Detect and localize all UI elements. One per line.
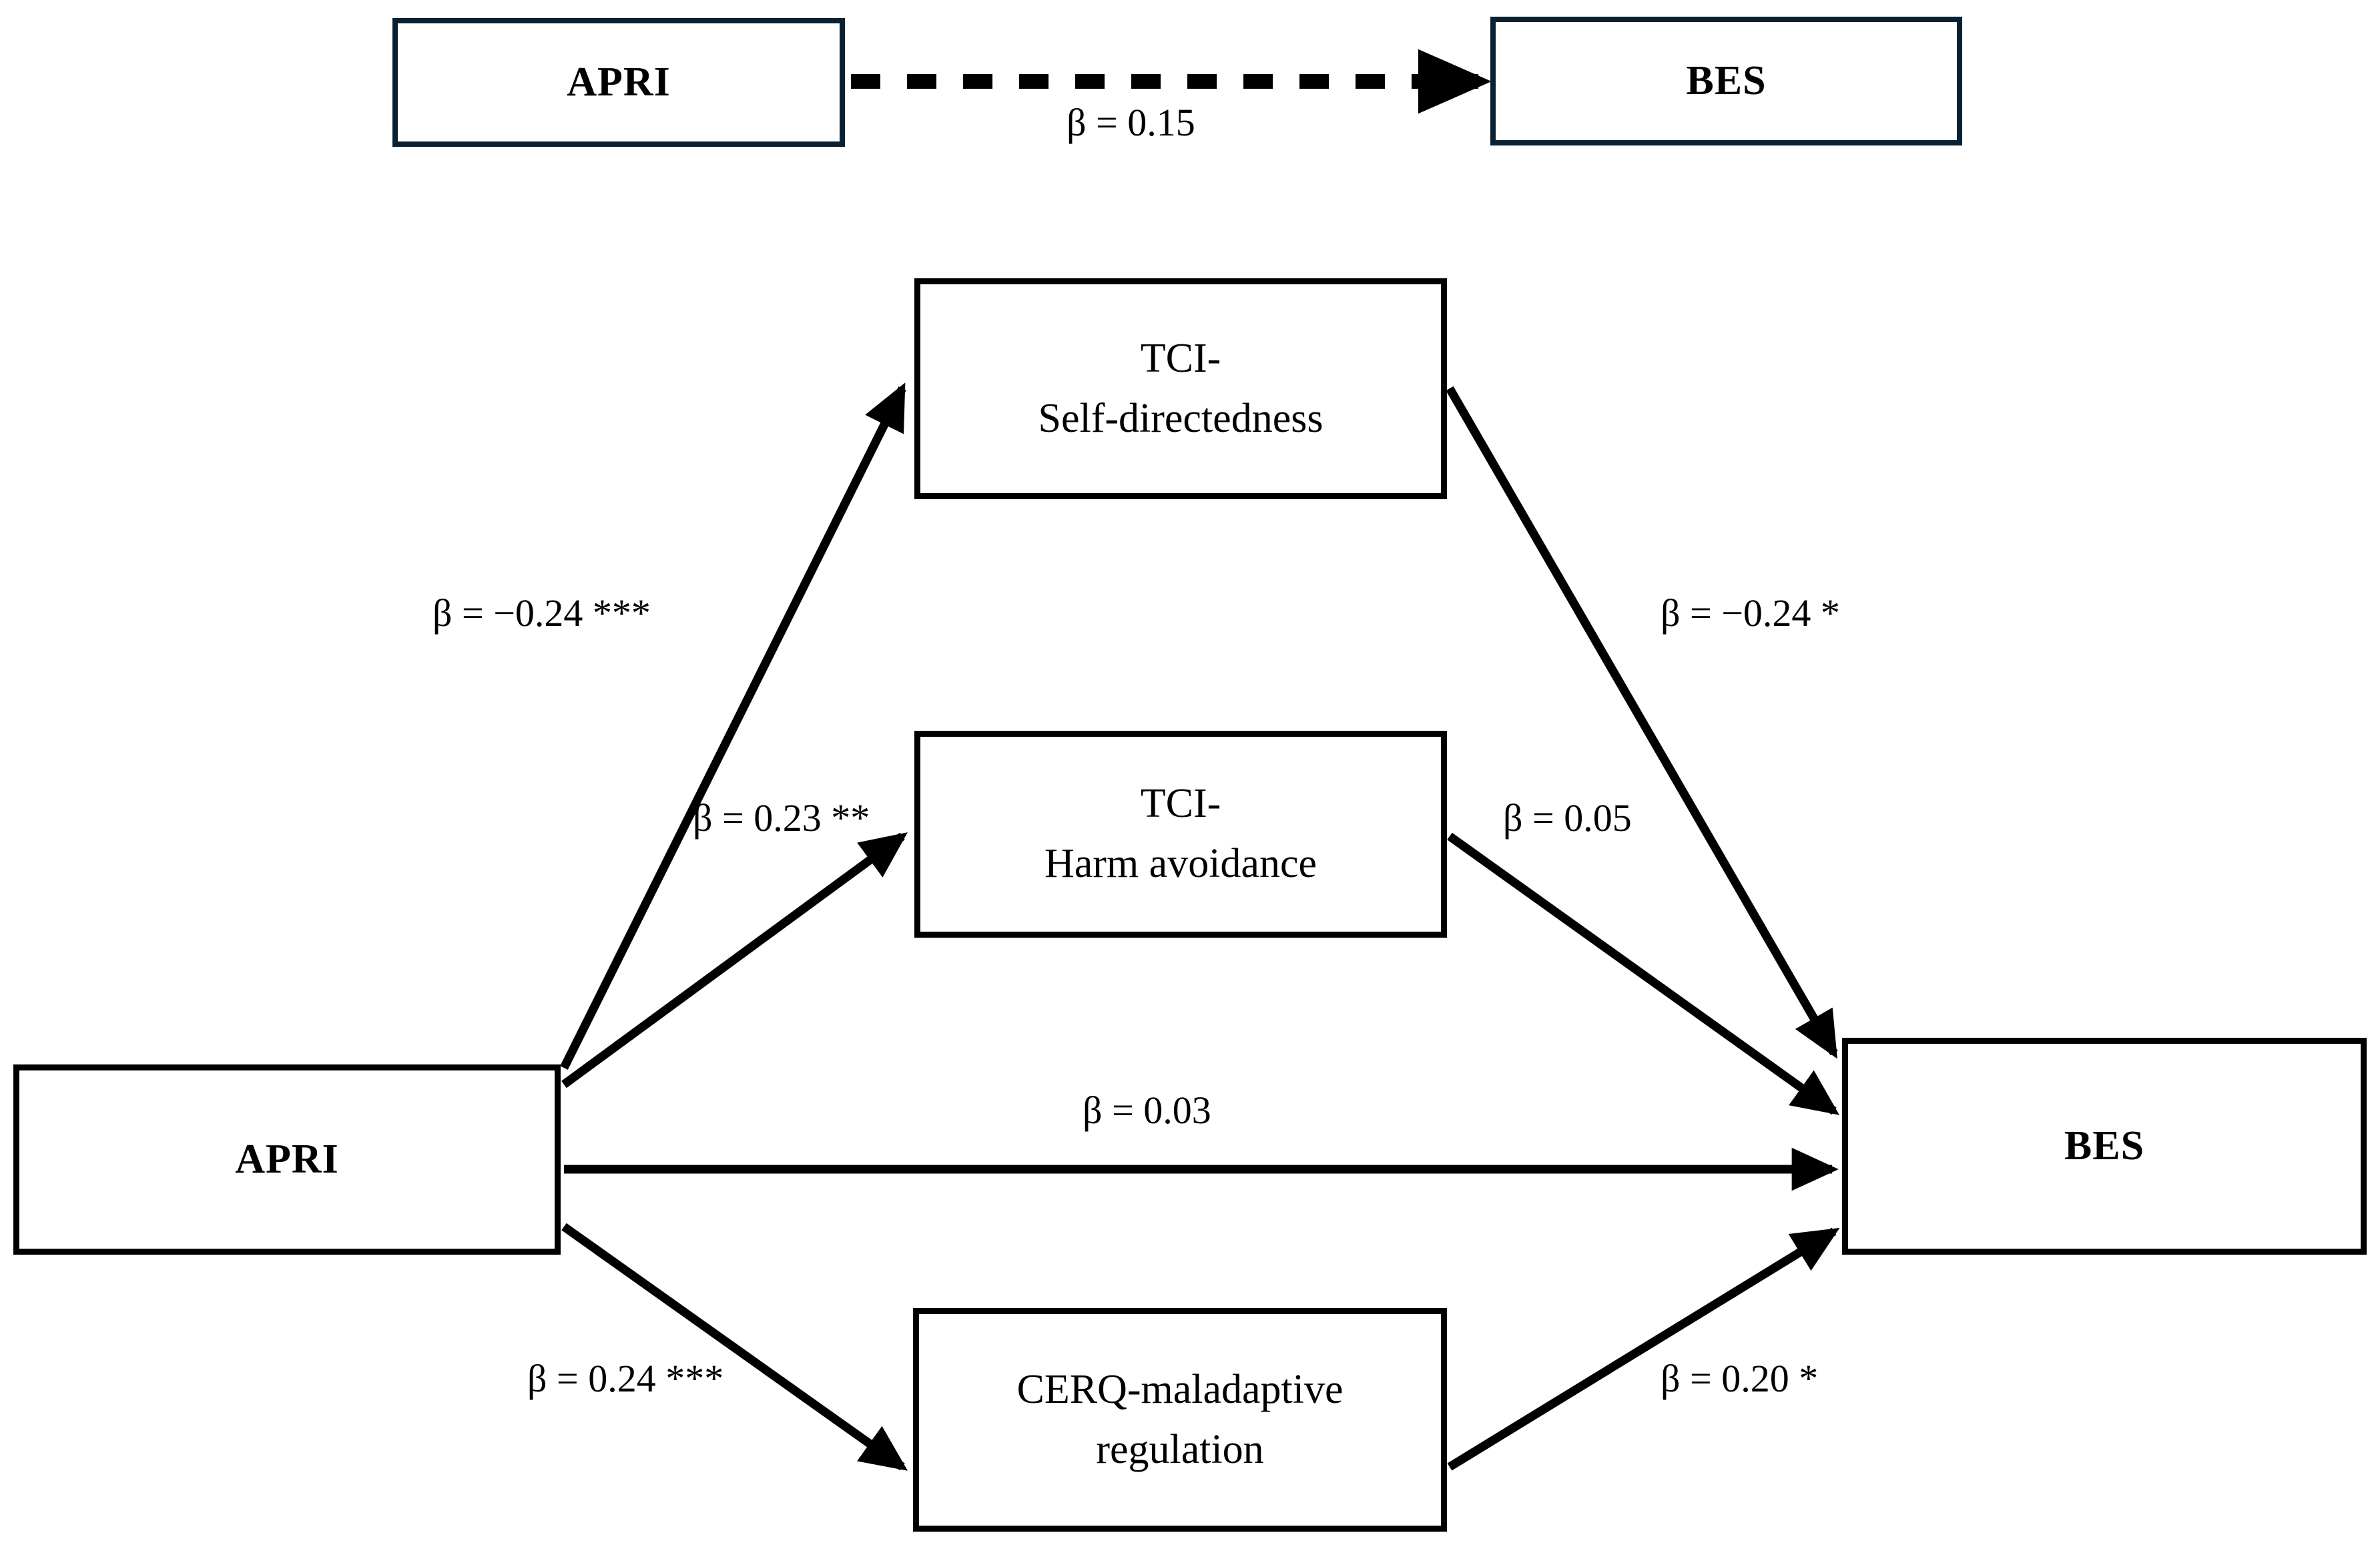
- node-cerq-line1: CERQ-maladaptive: [1016, 1366, 1344, 1412]
- edge-apri-to-cerq: [561, 1223, 908, 1471]
- edge-apri-to-self-directedness: [560, 382, 906, 1070]
- edge-label-a-harm-avoidance: β = 0.23 **: [693, 796, 870, 840]
- node-top-bes[interactable]: BES: [1490, 17, 1962, 145]
- node-tci-self-directedness-line1: TCI-: [1140, 335, 1221, 381]
- node-tci-harm-avoidance[interactable]: TCI- Harm avoidance: [914, 731, 1447, 938]
- edge-label-b-self-directedness: β = −0.24 *: [1661, 591, 1840, 635]
- node-top-apri[interactable]: APRI: [392, 18, 845, 147]
- node-cerq-maladaptive-regulation[interactable]: CERQ-maladaptive regulation: [913, 1308, 1447, 1532]
- edge-apri-to-harm-avoidance: [561, 832, 908, 1088]
- edge-cerq-to-bes: [1447, 1227, 1840, 1471]
- node-tci-self-directedness[interactable]: TCI- Self-directedness: [914, 278, 1447, 499]
- node-top-bes-label: BES: [1686, 57, 1767, 103]
- edge-harm-avoidance-to-bes: [1447, 832, 1839, 1115]
- node-bes-label: BES: [2064, 1123, 2145, 1169]
- node-cerq-line2: regulation: [1096, 1426, 1264, 1472]
- edge-label-top-path: β = 0.15: [1067, 101, 1195, 144]
- edge-label-direct-path: β = 0.03: [1083, 1088, 1211, 1132]
- edge-label-b-cerq: β = 0.20 *: [1661, 1357, 1819, 1400]
- node-tci-harm-avoidance-line2: Harm avoidance: [1045, 841, 1317, 886]
- node-apri[interactable]: APRI: [13, 1064, 561, 1255]
- edge-label-b-harm-avoidance: β = 0.05: [1503, 796, 1632, 840]
- edge-label-a-self-directedness: β = −0.24 ***: [432, 591, 651, 635]
- node-apri-label: APRI: [235, 1136, 339, 1182]
- node-top-apri-label: APRI: [567, 59, 671, 105]
- node-tci-self-directedness-line2: Self-directedness: [1038, 395, 1323, 441]
- edge-label-a-cerq: β = 0.24 ***: [527, 1357, 724, 1400]
- edge-self-directedness-to-bes: [1446, 386, 1838, 1059]
- node-bes[interactable]: BES: [1842, 1038, 2367, 1255]
- node-tci-harm-avoidance-line1: TCI-: [1140, 781, 1221, 827]
